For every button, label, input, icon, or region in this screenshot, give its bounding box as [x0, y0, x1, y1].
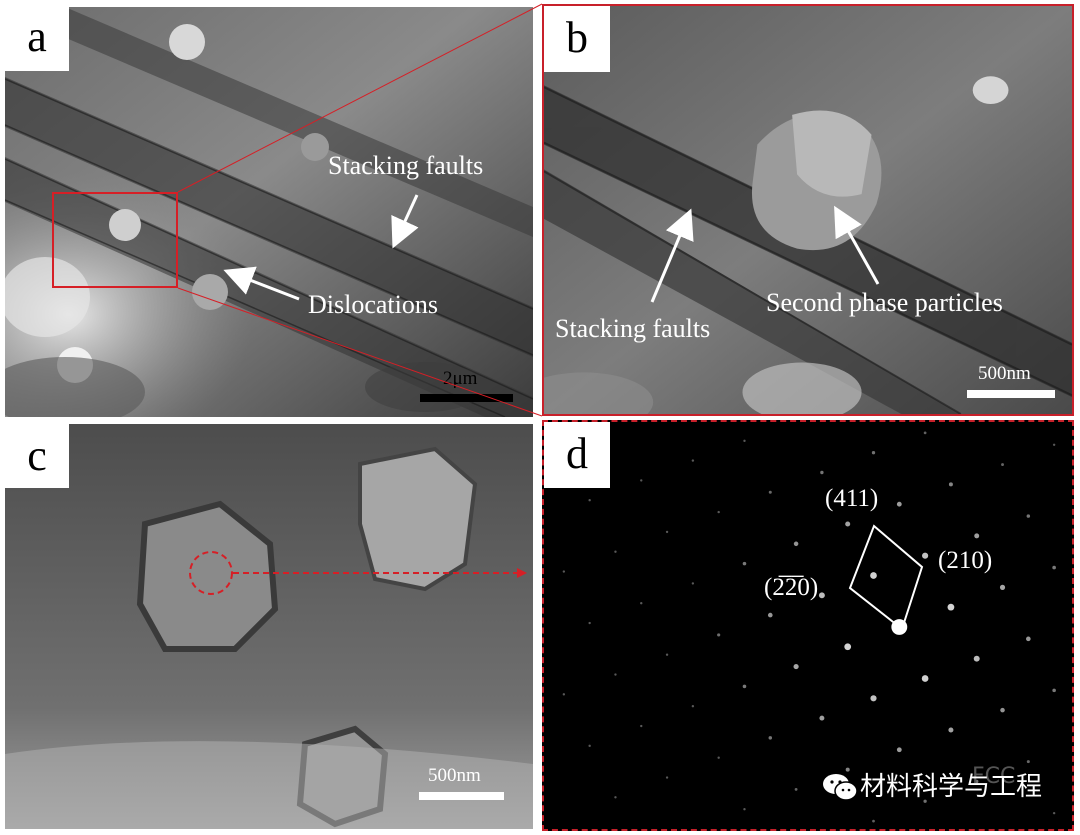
diffraction-spot [665, 530, 669, 534]
diffraction-spot [614, 673, 617, 676]
panel-b-arrows [650, 205, 880, 303]
diffraction-pattern [562, 431, 1056, 823]
diffraction-spot [717, 510, 720, 514]
index-210: (210) [938, 547, 993, 574]
index-2bar2bar0: (2̅2̅0) [764, 574, 819, 601]
diffraction-spot [973, 655, 980, 662]
diffraction-spot [614, 796, 617, 799]
diffraction-spot [820, 470, 824, 475]
diffraction-spot [871, 451, 876, 455]
diffraction-spot [1026, 636, 1031, 642]
panel-c-overlay [189, 551, 527, 595]
label-stacking-faults-b: Stacking faults [555, 314, 711, 343]
panel-b-micrograph [544, 6, 1072, 414]
diffraction-spot [691, 705, 695, 708]
diffraction-spot [845, 521, 851, 527]
diffraction-spot [768, 736, 773, 740]
diffraction-spot [1026, 514, 1031, 518]
diffraction-spot [691, 582, 695, 585]
diffraction-spot [794, 787, 798, 791]
watermark-faint-text: FCC [972, 764, 1016, 789]
panel-a-arrows [223, 194, 419, 301]
diffraction-spot [819, 715, 825, 721]
diffraction-spot [742, 561, 747, 566]
diffraction-spot [896, 501, 902, 507]
panel-c: c 500nm [5, 424, 533, 829]
arrow-stacking-faults-b [650, 208, 694, 303]
diffraction-spot [870, 695, 877, 702]
diffraction-spot [923, 431, 927, 435]
panel-c-letter: c [5, 424, 69, 488]
diffraction-spot [640, 602, 643, 605]
diffraction-spot [717, 756, 720, 759]
diffraction-spot [562, 570, 566, 573]
diffraction-spot [1001, 463, 1004, 466]
diffraction-spot [1052, 688, 1056, 693]
diffraction-spot [870, 572, 877, 579]
index-411: (411) [825, 485, 879, 512]
diffraction-spot [1000, 707, 1005, 713]
diffraction-spot [665, 776, 669, 779]
diffraction-spot [691, 459, 695, 462]
panel-d-letter: d [544, 422, 610, 488]
panel-b-letter: b [544, 6, 610, 72]
diffraction-spot [975, 779, 979, 784]
diffraction-spot [921, 675, 929, 682]
indexing-quad [848, 524, 924, 631]
diffraction-spot [948, 727, 954, 733]
diffraction-spot [922, 552, 929, 559]
diffraction-spot [845, 767, 850, 772]
scale-bar-b [967, 390, 1055, 398]
arrow-dislocations [223, 266, 300, 301]
diffraction-spot [1052, 443, 1056, 446]
diffraction-spot [818, 592, 825, 599]
diffraction-spot [588, 621, 591, 625]
panel-d: d (411) (210) (2̅2̅0) FCC 材料科学与工程 [542, 420, 1074, 831]
analysis-circle [189, 551, 233, 595]
diffraction-spot [947, 603, 955, 611]
diffraction-spot [1052, 565, 1056, 570]
diffraction-spot [614, 550, 617, 553]
scale-label-a: 2μm [443, 368, 478, 389]
diffraction-spot [948, 482, 953, 487]
diffraction-spot [768, 490, 772, 494]
diffraction-spot [562, 693, 566, 696]
diffraction-spot [1026, 760, 1030, 764]
diffraction-spot [640, 724, 643, 728]
diffraction-spot [767, 612, 773, 618]
scale-bar-a [420, 394, 513, 402]
diffraction-spot [923, 799, 927, 803]
arrow-stacking-faults-a [391, 194, 419, 249]
watermark-text: 材料科学与工程 [860, 772, 1043, 802]
diffraction-spot [743, 439, 746, 443]
diffraction-spot [793, 541, 799, 547]
diffraction-spot [793, 664, 799, 670]
diffraction-spot [844, 643, 852, 651]
diffraction-spot [1052, 811, 1056, 815]
scale-label-c: 500nm [428, 765, 481, 786]
arrow-particles [834, 205, 880, 285]
panel-a-letter: a [5, 7, 69, 71]
diffraction-spot [665, 653, 669, 656]
diffraction-spot [974, 533, 980, 539]
diffraction-spot [717, 633, 721, 637]
diffraction-spot [588, 499, 591, 502]
panel-a: a Stacking faults Dislocations 2μm [5, 7, 533, 417]
diffraction-spot [999, 584, 1006, 590]
panel-c-micrograph [5, 424, 533, 829]
scale-bar-c [419, 792, 504, 800]
wechat-icon [823, 774, 858, 801]
diffraction-spot [742, 684, 747, 689]
panel-b: b Second phase particles Stacking faults… [542, 4, 1074, 416]
diffraction-spot [640, 479, 643, 482]
diffraction-spot [588, 744, 591, 748]
diffraction-spot [872, 819, 875, 823]
label-particles: Second phase particles [766, 288, 1003, 317]
scale-label-b: 500nm [978, 363, 1031, 384]
selection-box [52, 192, 178, 288]
diffraction-spot [743, 808, 746, 811]
diffraction-spot [896, 747, 902, 753]
